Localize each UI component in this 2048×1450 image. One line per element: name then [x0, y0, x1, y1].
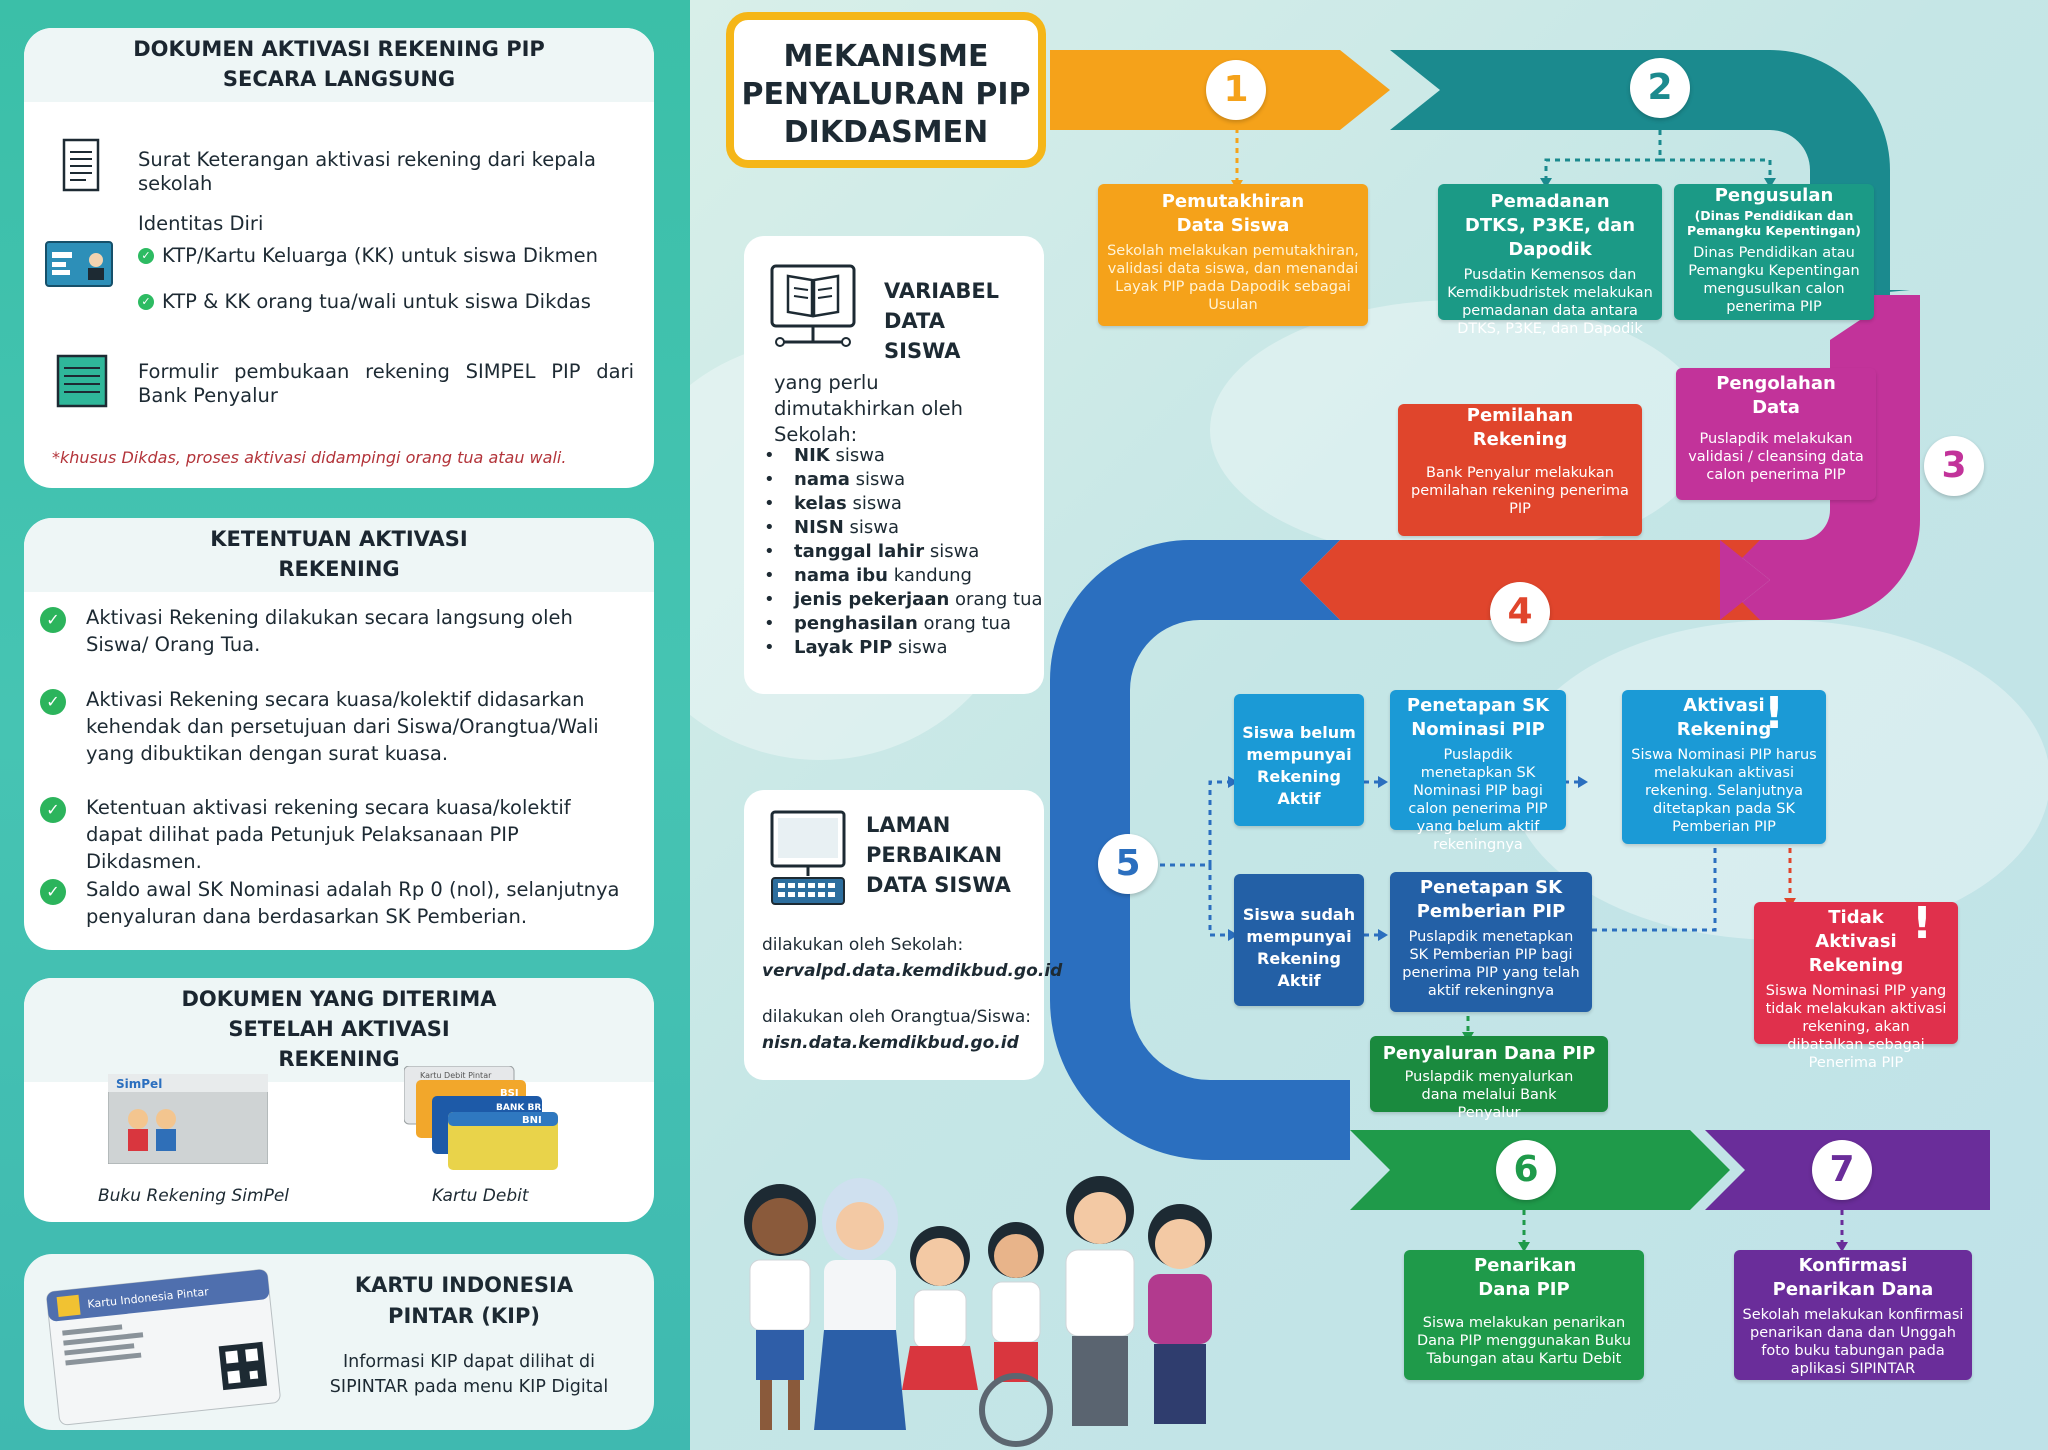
- docs-card-title: DOKUMEN AKTIVASI REKENING PIP SECARA LAN…: [24, 28, 654, 102]
- doc-identity-title: Identitas Diri: [138, 212, 264, 235]
- kip-card: Kartu Indonesia Pintar KARTU INDONESIA P…: [24, 1254, 654, 1430]
- debit-card-label: Kartu Debit: [432, 1186, 529, 1206]
- rule-item: ✓ Aktivasi Rekening dilakukan secara lan…: [40, 604, 630, 658]
- left-panel: DOKUMEN AKTIVASI REKENING PIP SECARA LAN…: [0, 0, 690, 1450]
- laman-school-url[interactable]: vervalpd.data.kemdikbud.go.id: [762, 961, 1063, 981]
- doc-item-letter-text: Surat Keterangan aktivasi rekening dari …: [138, 148, 596, 195]
- doc-identity-sub2: KTP & KK orang tua/wali untuk siswa Dikd…: [162, 290, 591, 313]
- variabel-item: nama ibu kandung: [764, 564, 1043, 588]
- variabel-item: jenis pekerjaan orang tua: [764, 588, 1043, 612]
- rules-card-title: KETENTUAN AKTIVASI REKENING: [24, 518, 654, 592]
- doc-item-form: Formulir pembukaan rekening SIMPEL PIP d…: [44, 354, 634, 410]
- box-pengolahan: Pengolahan Data Puslapdik melakukan vali…: [1676, 368, 1876, 500]
- variabel-intro: yang perlu dimutakhirkan oleh Sekolah:: [774, 371, 963, 446]
- variabel-list: NIK siswa nama siswa kelas siswa NISN si…: [764, 444, 1043, 660]
- box-penarikan: Penarikan Dana PIP Siswa melakukan penar…: [1404, 1250, 1644, 1380]
- book-monitor-icon: [770, 264, 856, 347]
- variabel-card: VARIABEL DATA SISWA yang perlu dimutakhi…: [744, 236, 1044, 694]
- box-nominasi: Penetapan SK Nominasi PIP Puslapdik mene…: [1390, 690, 1566, 853]
- variabel-title: VARIABEL DATA SISWA: [884, 279, 1000, 363]
- laman-by-parent: dilakukan oleh Orangtua/Siswa:: [762, 1007, 1032, 1027]
- laman-by-school: dilakukan oleh Sekolah:: [762, 935, 964, 955]
- rule-text: Ketentuan aktivasi rekening secara kuasa…: [86, 796, 571, 873]
- box-pemilahan: Pemilahan Rekening Bank Penyalur melakuk…: [1398, 404, 1642, 536]
- rule-text: Aktivasi Rekening dilakukan secara langs…: [86, 606, 573, 656]
- check-icon: ✓: [40, 797, 66, 823]
- simpel-logo-text: SimPel: [116, 1077, 162, 1091]
- right-panel: MEKANISME PENYALURAN PIP DIKDASMEN 1 2 3…: [690, 0, 2048, 1450]
- laman-card: LAMAN PERBAIKAN DATA SISWA dilakukan ole…: [744, 790, 1062, 1080]
- bni-logo: BNI: [522, 1115, 542, 1126]
- box-siswa-belum: Siswa belum mempunyai Rekening Aktif: [1234, 694, 1364, 826]
- variabel-item: penghasilan orang tua: [764, 612, 1043, 636]
- check-icon: ✓: [138, 294, 154, 310]
- step-number-6: 6: [1496, 1140, 1556, 1200]
- check-icon: ✓: [138, 248, 154, 264]
- kip-desc: Informasi KIP dapat dilihat di SIPINTAR …: [329, 1352, 609, 1397]
- bri-logo: BANK BRI: [496, 1103, 545, 1113]
- id-card-icon: [45, 241, 113, 287]
- doc-item-letter: Surat Keterangan aktivasi rekening dari …: [44, 138, 634, 196]
- doc-identity-sub1: KTP/Kartu Keluarga (KK) untuk siswa Dikm…: [162, 244, 598, 267]
- variabel-item: kelas siswa: [764, 492, 1043, 516]
- received-card: DOKUMEN YANG DITERIMA SETELAH AKTIVASI R…: [24, 978, 654, 1222]
- variabel-item: nama siswa: [764, 468, 1043, 492]
- debit-card-header: Kartu Debit Pintar: [420, 1071, 492, 1080]
- rules-card: KETENTUAN AKTIVASI REKENING ✓ Aktivasi R…: [24, 518, 654, 950]
- step-number-3: 3: [1924, 436, 1984, 496]
- check-icon: ✓: [40, 879, 66, 905]
- form-icon: [56, 354, 108, 408]
- exclamation-icon: !: [1912, 898, 1933, 949]
- computer-icon: [770, 810, 846, 905]
- box-pemadanan: Pemadanan DTKS, P3KE, dan Dapodik Pusdat…: [1438, 184, 1662, 337]
- kip-title: KARTU INDONESIA PINTAR (KIP): [354, 1273, 574, 1328]
- doc-item-form-text: Formulir pembukaan rekening SIMPEL PIP d…: [138, 360, 634, 407]
- box-pemutakhiran: Pemutakhiran Data Siswa Sekolah melakuka…: [1098, 184, 1368, 326]
- passbook-image: SimPel: [108, 1074, 268, 1164]
- rule-item: ✓ Aktivasi Rekening secara kuasa/kolekti…: [40, 686, 630, 767]
- box-konfirmasi: Konfirmasi Penarikan Dana Sekolah melaku…: [1734, 1250, 1972, 1380]
- step-number-2: 2: [1630, 58, 1690, 118]
- box-penyaluran: Penyaluran Dana PIP Puslapdik menyalurka…: [1370, 1036, 1608, 1121]
- box-siswa-sudah: Siswa sudah mempunyai Rekening Aktif: [1234, 874, 1364, 1006]
- box-aktivasi: Aktivasi Rekening Siswa Nominasi PIP har…: [1622, 690, 1826, 844]
- exclamation-icon: !: [1764, 688, 1785, 739]
- kip-card-image: Kartu Indonesia Pintar: [46, 1269, 281, 1426]
- box-tidak-aktivasi: Tidak Aktivasi Rekening Siswa Nominasi P…: [1754, 902, 1958, 1071]
- variabel-item: NISN siswa: [764, 516, 1043, 540]
- step-number-7: 7: [1812, 1140, 1872, 1200]
- rule-text: Aktivasi Rekening secara kuasa/kolektif …: [86, 688, 599, 765]
- box-pemberian: Penetapan SK Pemberian PIP Puslapdik men…: [1390, 872, 1592, 1012]
- laman-title: LAMAN PERBAIKAN DATA SISWA: [866, 813, 1011, 897]
- rule-item: ✓ Ketentuan aktivasi rekening secara kua…: [40, 794, 630, 875]
- document-icon: [62, 138, 100, 192]
- variabel-item: tanggal lahir siswa: [764, 540, 1043, 564]
- step-number-4: 4: [1490, 582, 1550, 642]
- variabel-item: Layak PIP siswa: [764, 636, 1043, 660]
- step-number-1: 1: [1206, 60, 1266, 120]
- doc-item-identity: Identitas Diri ✓ KTP/Kartu Keluarga (KK) …: [44, 212, 634, 314]
- laman-parent-url[interactable]: nisn.data.kemdikbud.go.id: [762, 1033, 1019, 1053]
- bsi-logo: BSI: [500, 1088, 519, 1099]
- variabel-item: NIK siswa: [764, 444, 1043, 468]
- rule-item: ✓ Saldo awal SK Nominasi adalah Rp 0 (no…: [40, 876, 630, 930]
- check-icon: ✓: [40, 689, 66, 715]
- debit-cards-image: Kartu Debit Pintar BSI BANK BRI BNI: [404, 1066, 558, 1170]
- main-title: MEKANISME PENYALURAN PIP DIKDASMEN: [726, 12, 1046, 168]
- docs-note: *khusus Dikdas, proses aktivasi didampin…: [52, 448, 567, 467]
- students-illustration: [744, 1176, 1212, 1447]
- check-icon: ✓: [40, 607, 66, 633]
- passbook-label: Buku Rekening SimPel: [98, 1186, 290, 1206]
- step-number-5: 5: [1098, 834, 1158, 894]
- rule-text: Saldo awal SK Nominasi adalah Rp 0 (nol)…: [86, 878, 620, 928]
- box-pengusulan: Pengusulan (Dinas Pendidikan dan Pemangk…: [1674, 184, 1874, 320]
- received-card-title: DOKUMEN YANG DITERIMA SETELAH AKTIVASI R…: [24, 978, 654, 1082]
- docs-card: DOKUMEN AKTIVASI REKENING PIP SECARA LAN…: [24, 28, 654, 488]
